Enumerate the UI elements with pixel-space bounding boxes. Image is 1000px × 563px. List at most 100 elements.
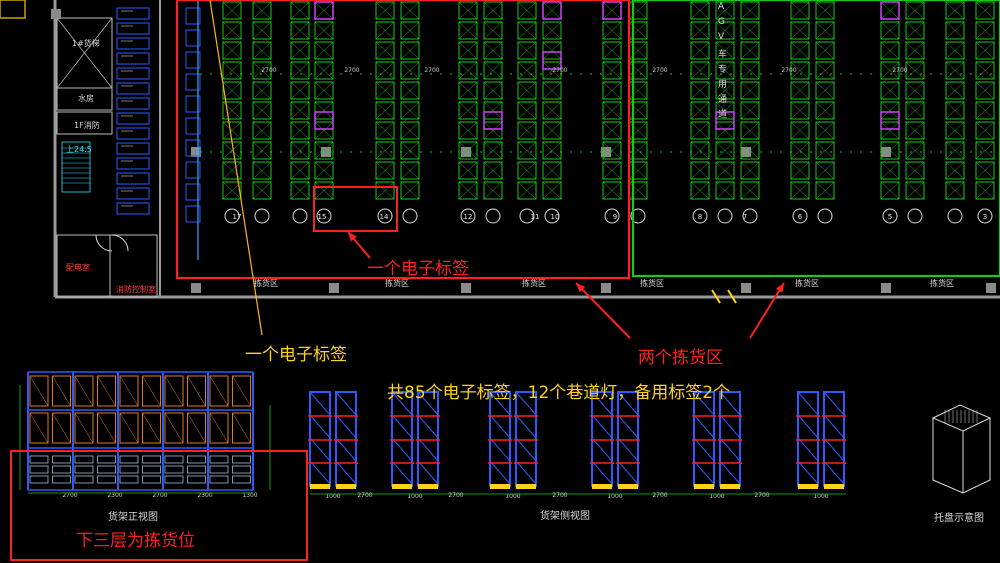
rack-cell-x — [790, 21, 810, 40]
aisle-dim-text: 2700 — [652, 67, 667, 74]
side-rack-base — [336, 484, 356, 489]
front-top-box — [209, 375, 229, 407]
rack-cell — [690, 61, 710, 80]
rack-cell — [790, 1, 810, 20]
rack-cell-x — [945, 161, 965, 180]
rack-cell — [458, 101, 478, 120]
front-pick-cell — [52, 475, 71, 484]
rack-cell — [945, 181, 965, 200]
side-dim-aisle: 2700 — [448, 492, 463, 499]
rack-cell — [400, 121, 420, 140]
rack-cell — [715, 161, 735, 180]
structural-column — [51, 9, 61, 19]
rack-cell-x — [690, 121, 710, 140]
side-dim-aisle: 2700 — [357, 492, 372, 499]
pallet-view-title: 托盘示意图 — [934, 513, 984, 524]
rack-cell — [945, 161, 965, 180]
rack-cell — [290, 1, 310, 20]
side-rack-brace — [309, 460, 331, 485]
rack-cell — [880, 121, 900, 140]
rack-cell — [517, 161, 537, 180]
rack-cell-x — [517, 61, 537, 80]
highlight-tag-box — [313, 186, 398, 232]
rack-cell-x — [602, 161, 622, 180]
rack-cell — [880, 41, 900, 60]
rack-cell-x — [290, 161, 310, 180]
rack-cell-x — [458, 1, 478, 20]
left-shelf-slot — [116, 67, 150, 80]
rack-number: 11 — [531, 213, 540, 221]
rack-number-circle — [792, 208, 808, 224]
rack-cell-x — [483, 1, 503, 20]
magenta-slot — [542, 51, 562, 70]
rack-cell-x — [458, 61, 478, 80]
rack-cell-x — [790, 161, 810, 180]
rack-cell — [400, 1, 420, 20]
rack-cell — [400, 21, 420, 40]
left-shelf-slot — [116, 97, 150, 110]
rack-cell-x — [905, 41, 925, 60]
side-rack-brace — [391, 391, 413, 416]
zone-label-3: 拣货区 — [522, 279, 546, 288]
rack-cell — [715, 41, 735, 60]
rack-number-circle — [717, 208, 733, 224]
side-dim-rack: 1000 — [607, 493, 622, 500]
rack-cell — [542, 121, 562, 140]
rack-cell — [815, 81, 835, 100]
annotation-bottom-three-levels: 下三层为拣货位 — [76, 531, 195, 551]
rack-cell-x — [483, 81, 503, 100]
rack-cell — [815, 41, 835, 60]
side-rack-base — [694, 484, 714, 489]
rack-cell — [252, 1, 272, 20]
rack-cell — [715, 21, 735, 40]
rack-cell-x — [483, 121, 503, 140]
annotation-one-tag-yellow: 一个电子标签 — [245, 345, 347, 365]
rack-cell-x — [400, 1, 420, 20]
rack-cell-x — [690, 61, 710, 80]
rack-cell-x — [375, 81, 395, 100]
rack-cell — [252, 61, 272, 80]
rack-cell-x — [314, 161, 334, 180]
side-rack-brace — [335, 437, 357, 462]
rack-cell-x — [975, 121, 995, 140]
rack-cell — [880, 161, 900, 180]
rack-cell-x — [252, 161, 272, 180]
side-rack-brace — [823, 391, 845, 416]
rack-cell-x — [690, 161, 710, 180]
rack-cell — [790, 121, 810, 140]
rack-cell-x — [790, 181, 810, 200]
rack-cell-x — [790, 61, 810, 80]
rack-cell — [517, 41, 537, 60]
rack-cell — [483, 101, 503, 120]
rack-cell — [314, 41, 334, 60]
arrow-to-tag-head — [348, 232, 357, 242]
rack-cell-x — [400, 161, 420, 180]
side-rack-brace — [309, 437, 331, 462]
rack-cell — [975, 81, 995, 100]
rack-cell — [458, 121, 478, 140]
fire-pump-label: 1F消防 — [74, 121, 100, 130]
structural-column — [741, 147, 751, 157]
structural-column — [191, 283, 201, 293]
rack-cell-x — [222, 41, 242, 60]
rack-cell-x — [880, 61, 900, 80]
front-top-box — [29, 412, 49, 444]
rack-cell — [222, 101, 242, 120]
side-rack-base — [418, 484, 438, 489]
rack-cell-x — [542, 41, 562, 60]
side-rack-base — [798, 484, 818, 489]
rack-cell — [905, 21, 925, 40]
rack-number-circle — [224, 208, 240, 224]
rack-cell-x — [975, 101, 995, 120]
rack-cell-x — [905, 101, 925, 120]
side-rack-brace — [797, 414, 819, 439]
rack-cell-x — [740, 121, 760, 140]
rack-cell-x — [815, 121, 835, 140]
front-pick-cell — [232, 475, 251, 484]
rack-cell-x — [790, 41, 810, 60]
rack-cell — [483, 141, 503, 160]
rack-cell — [290, 41, 310, 60]
side-rack-brace — [335, 391, 357, 416]
rack-cell-x — [290, 101, 310, 120]
rack-cell-x — [945, 21, 965, 40]
